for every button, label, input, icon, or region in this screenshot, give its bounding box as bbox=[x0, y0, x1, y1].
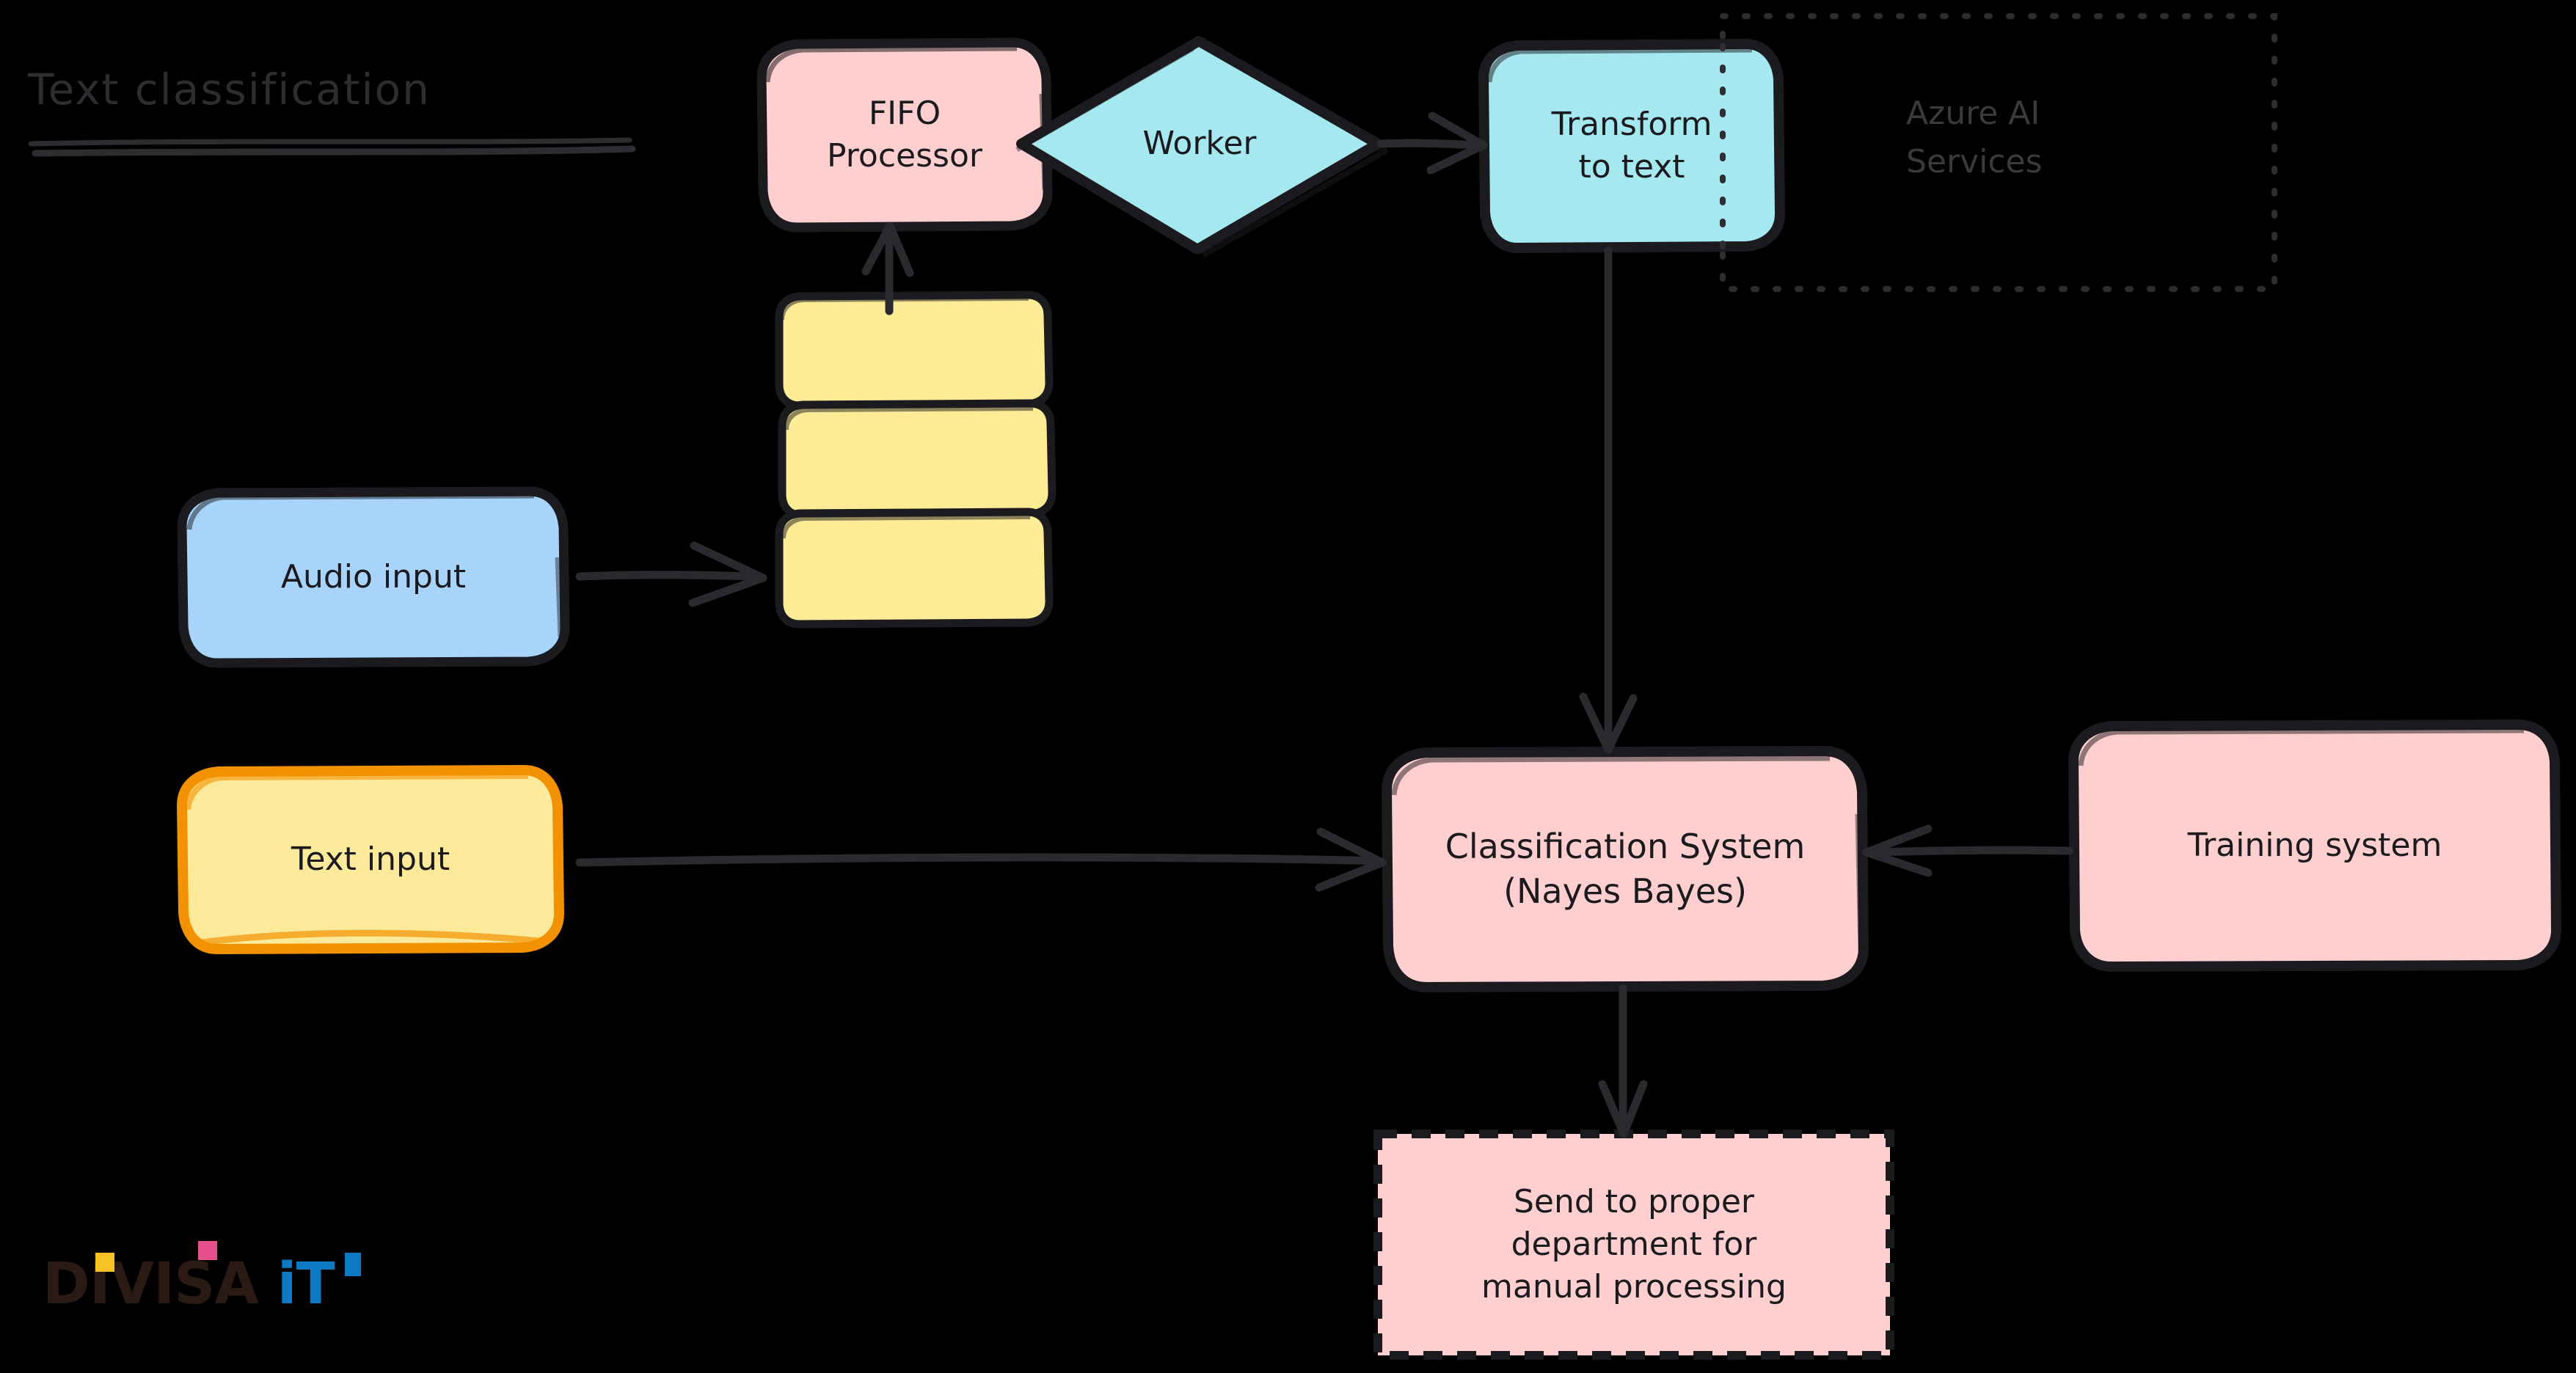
worker-shape[interactable] bbox=[1015, 36, 1388, 258]
classification-system-shape[interactable] bbox=[1382, 746, 1869, 992]
logo-secondary-text: iT bbox=[277, 1251, 335, 1317]
logo-dot-pink-icon bbox=[198, 1241, 217, 1260]
training-system-shape[interactable] bbox=[2068, 720, 2561, 972]
edge-worker-to-transform bbox=[1376, 111, 1488, 175]
edge-training-to-class bbox=[1862, 824, 2073, 877]
title-underline bbox=[28, 137, 636, 157]
edge-audio-to-queue bbox=[575, 541, 767, 607]
page-title: Text classification bbox=[28, 65, 431, 114]
edge-text-to-class bbox=[575, 827, 1387, 892]
azure-ai-services-group bbox=[1720, 13, 2277, 292]
logo-dot-blue-icon bbox=[345, 1253, 361, 1276]
edge-queue-to-fifo bbox=[861, 221, 914, 315]
divisa-it-logo: DIVISA iT bbox=[43, 1241, 361, 1317]
edge-class-to-send bbox=[1598, 984, 1648, 1138]
logo-dot-yellow-icon bbox=[95, 1253, 114, 1272]
audio-input-shape[interactable] bbox=[177, 486, 570, 668]
send-to-department-shape[interactable] bbox=[1373, 1129, 1894, 1360]
transform-to-text-shape[interactable] bbox=[1478, 39, 1785, 253]
azure-ai-services-label: Azure AI Services bbox=[1906, 95, 2043, 180]
queue-stack-shape[interactable] bbox=[775, 290, 1057, 629]
logo-primary-text: DIVISA bbox=[43, 1251, 259, 1317]
edge-transform-to-class bbox=[1579, 246, 1638, 754]
fifo-processor-shape[interactable] bbox=[756, 37, 1053, 233]
text-input-shape[interactable] bbox=[177, 765, 564, 954]
